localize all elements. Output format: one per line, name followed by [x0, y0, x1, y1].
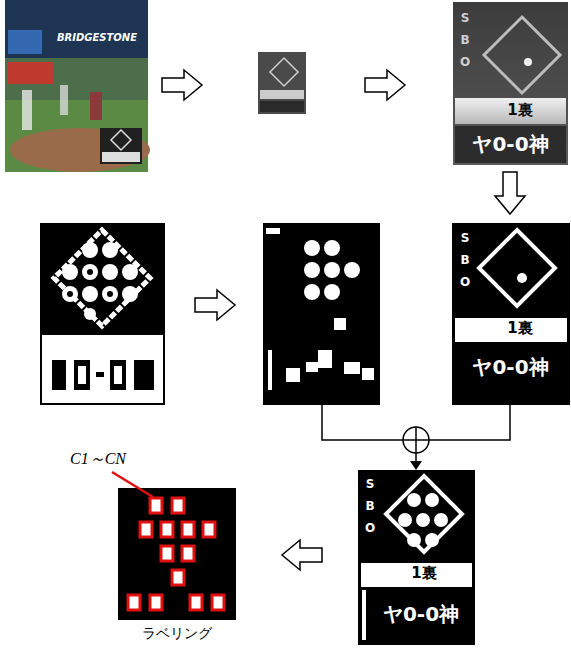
binary-candidate-panel	[263, 223, 380, 405]
score-text: ヤ0-0神	[368, 603, 474, 625]
inning-text: 1裏	[384, 565, 464, 582]
count-letter: B	[362, 500, 378, 513]
component-label: C1～CN	[62, 450, 134, 468]
count-letter: B	[457, 254, 473, 267]
count-letter: O	[457, 56, 473, 69]
combine-lines	[322, 405, 510, 462]
leader-line	[112, 472, 153, 497]
labeling-panel	[112, 472, 236, 620]
count-letter: S	[457, 232, 473, 245]
score-text: ヤ0-0神	[455, 133, 566, 155]
broadcast-photo	[5, 0, 150, 172]
inning-text: 1裏	[480, 320, 560, 337]
scoreboard-thumbnail	[258, 52, 306, 114]
caption-label: ラベリング	[108, 626, 246, 641]
score-text: ヤ0-0神	[455, 356, 566, 378]
scoreboard-enlarged	[453, 2, 568, 165]
count-letter: O	[457, 276, 473, 289]
binary-scoreboard-panel	[452, 223, 570, 405]
inning-text: 1裏	[480, 102, 560, 119]
sign-text: BRIDGESTONE	[48, 32, 146, 43]
process-arrows	[162, 70, 525, 570]
count-letter: O	[362, 522, 378, 535]
count-letter: B	[457, 34, 473, 47]
binary-noisy-panel	[40, 223, 165, 405]
count-letter: S	[362, 478, 378, 491]
merged-panel	[358, 470, 475, 645]
count-letter: S	[457, 12, 473, 25]
arrow-head	[410, 461, 422, 470]
